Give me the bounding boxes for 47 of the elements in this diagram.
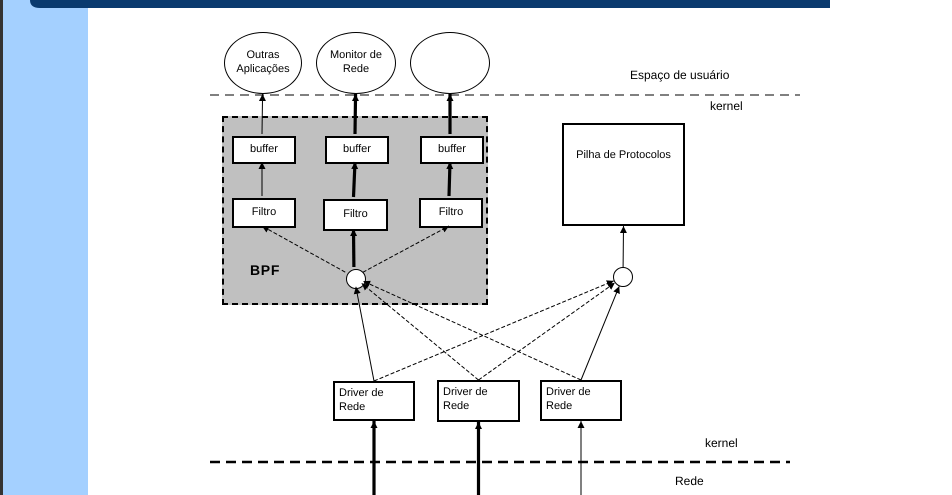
node-label: Filtro: [343, 208, 368, 222]
arrow: [620, 226, 627, 268]
node-label: Outras Aplicações: [235, 49, 291, 77]
arrow: [478, 282, 616, 380]
arrow: [262, 226, 346, 273]
group-label: BPF: [250, 261, 280, 280]
arrow: [354, 286, 374, 382]
region-label: Rede: [675, 473, 704, 490]
node-label: Monitor de Rede: [329, 49, 383, 77]
arrow: [580, 286, 620, 380]
node-label: buffer: [343, 143, 371, 157]
arrow: [374, 280, 614, 382]
arrow: [350, 228, 358, 268]
process-box: [325, 136, 389, 164]
driver-box: [540, 380, 622, 421]
arrow: [446, 162, 454, 196]
node-label: Filtro: [252, 206, 276, 220]
arrow: [352, 94, 359, 134]
process-box: [420, 136, 484, 164]
region-label: kernel: [705, 435, 738, 452]
arrow: [258, 162, 266, 196]
process-box: [323, 199, 388, 231]
process-box: [232, 136, 296, 164]
arrow: [362, 280, 582, 380]
protocol-stack-box: [562, 123, 685, 226]
driver-box: [437, 380, 520, 422]
arrow: [362, 226, 450, 273]
region-label: kernel: [710, 98, 743, 115]
arrow: [578, 420, 584, 495]
arrow: [258, 94, 266, 134]
node-label: Filtro: [438, 206, 464, 220]
arrow: [475, 422, 482, 495]
node-label: Driver de Rede: [546, 386, 592, 414]
process-box: [232, 198, 296, 228]
arrow: [370, 421, 378, 495]
node-label: Driver de Rede: [443, 386, 489, 414]
node-label: Pilha de Protocolos: [576, 149, 671, 163]
filter-group-box: [222, 116, 488, 305]
region-label: Espaço de usuário: [630, 67, 730, 84]
arrow: [351, 162, 358, 198]
node-label: Driver de Rede: [339, 387, 385, 414]
node-label: buffer: [438, 143, 466, 157]
arrow: [361, 282, 479, 380]
node-label: buffer: [250, 143, 278, 157]
process-box: [419, 198, 483, 228]
driver-box: [333, 381, 415, 421]
arrow: [446, 94, 454, 134]
